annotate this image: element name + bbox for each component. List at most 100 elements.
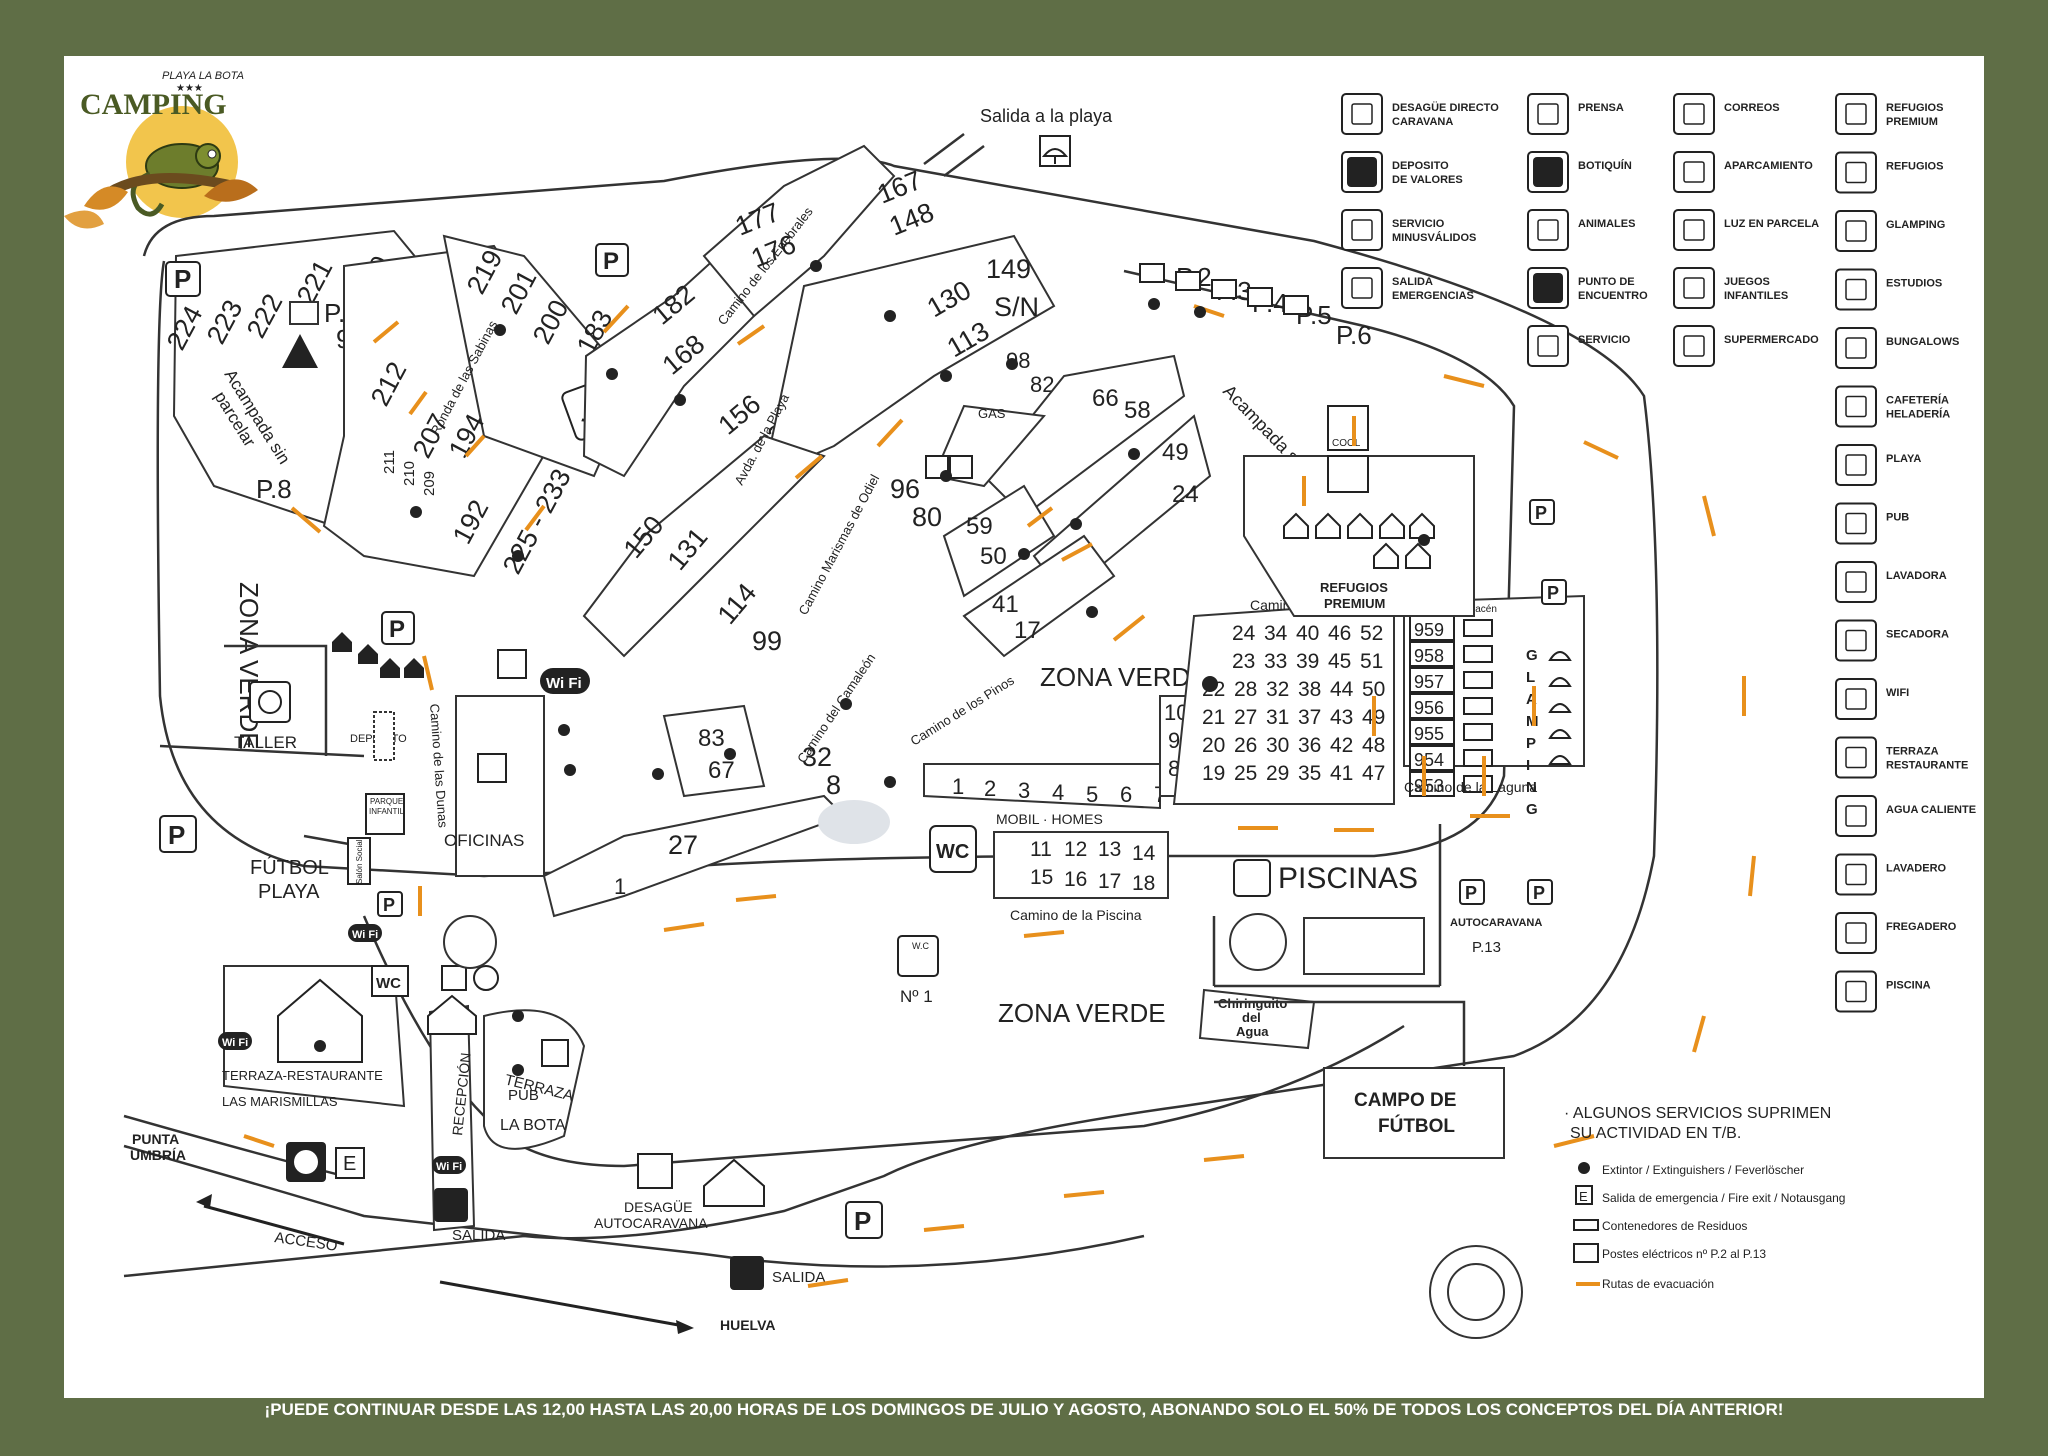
plot-grid-30: 30 [1266, 734, 1289, 757]
dryer-icon [949, 455, 973, 479]
glamping-tent-icon [1548, 651, 1572, 661]
plot-96: 96 [890, 474, 920, 504]
legend-label: PRENSA [1578, 102, 1624, 114]
legend-label: SALIDA [1392, 276, 1433, 288]
legend-label: BUNGALOWS [1886, 336, 1959, 348]
plot-grid-48: 48 [1362, 734, 1385, 757]
wc-icon[interactable] [929, 825, 977, 873]
plot-grid-37: 37 [1298, 706, 1321, 729]
zona-verde-bottom: ZONA VERDE [998, 998, 1166, 1028]
pool-fence [1212, 824, 1442, 988]
legend-label-2: HELADERÍA [1886, 408, 1950, 421]
wc-icon[interactable] [371, 965, 409, 997]
key-postes: Postes eléctricos nº P.2 al P.13 [1602, 1247, 1766, 1261]
reception-house-icon [427, 994, 477, 1035]
legend-label: ESTUDIOS [1886, 278, 1942, 290]
plot-67: 67 [708, 757, 735, 784]
cabin-icon [1835, 151, 1877, 194]
plot-mobil-11: 11 [1030, 838, 1052, 861]
svg-text:P: P [1533, 883, 1545, 903]
svg-text:WC: WC [936, 841, 969, 863]
svg-text:W.C: W.C [912, 941, 929, 951]
key-rutas: Rutas de evacuación [1602, 1277, 1714, 1291]
plot-mobil-12: 12 [1064, 838, 1087, 861]
coffee-cup-icon [1835, 385, 1877, 428]
roundabout-center [443, 915, 497, 969]
caravan-icon [1463, 619, 1493, 637]
punta-umbria-label-1: PUNTA [132, 1131, 179, 1147]
glamping-letter: P [1526, 735, 1536, 752]
extinguisher-key-icon [1578, 1162, 1590, 1174]
parking-icon[interactable] [1541, 579, 1567, 605]
svg-text:P: P [1465, 883, 1477, 903]
parking-icon[interactable] [1459, 879, 1485, 905]
pool-rect [1303, 917, 1425, 975]
key-contenedores: Contenedores de Residuos [1602, 1219, 1747, 1233]
plot-mobil-18: 18 [1132, 872, 1155, 895]
svg-text:Wi Fi: Wi Fi [546, 675, 582, 692]
parking-icon[interactable] [595, 243, 629, 277]
first-aid-icon [1527, 151, 1569, 193]
autocaravana-label: AUTOCARAVANA [1450, 917, 1542, 929]
parking-icon[interactable] [1527, 879, 1553, 905]
electric-post-box [1139, 263, 1165, 283]
plot-grid-40: 40 [1296, 622, 1319, 645]
playground-area [365, 793, 405, 835]
chiringuito-label-1: Chiringuito [1218, 996, 1287, 1011]
logo-stars: ★★★ [176, 83, 203, 94]
legend-label-2: PREMIUM [1886, 116, 1938, 128]
electric-posts: P.2P.3P.4P.5P.6 [1139, 262, 1372, 350]
plot-grid-27: 27 [1234, 706, 1257, 729]
plot-glamping-955: 955 [1414, 724, 1444, 744]
wheelchair-icon [897, 935, 939, 977]
piscinas-label: PISCINAS [1278, 862, 1418, 895]
legend-label: WIFI [1886, 687, 1909, 699]
plot-83: 83 [698, 725, 725, 752]
washing-machine-icon [1835, 561, 1877, 603]
p8-label: P.8 [256, 474, 292, 504]
pets-icon [1527, 209, 1569, 251]
info-icon[interactable] [473, 965, 499, 991]
parking-icon[interactable] [165, 261, 201, 297]
wheelchair-icon [1341, 209, 1383, 251]
legend-label: SECADORA [1886, 629, 1949, 641]
parking-icon[interactable] [1529, 499, 1555, 525]
glamping-tent-icon [1548, 703, 1572, 713]
grid-plots: 2434404652233339455122283238445021273137… [1202, 622, 1385, 785]
plot-grid-20: 20 [1202, 734, 1225, 757]
plot-grid-29: 29 [1266, 762, 1289, 785]
parking-icon[interactable] [381, 611, 415, 645]
chiringuito-area [1198, 988, 1316, 1050]
cool-label: COOL [1332, 438, 1361, 449]
legend-label: LAVADORA [1886, 570, 1947, 582]
terraza-pub-label-2: PUB [508, 1087, 539, 1104]
parking-icon[interactable] [845, 1201, 883, 1239]
plot-149: 149 [986, 254, 1031, 284]
direction-arrow-punta [203, 1204, 345, 1246]
svg-text:P: P [1535, 503, 1547, 523]
legend-label: ANIMALES [1578, 218, 1635, 230]
row-1-7 [923, 763, 1161, 810]
plot-mobil-13: 13 [1098, 838, 1121, 861]
parking-icon[interactable] [377, 891, 403, 917]
plot-grid-25: 25 [1234, 762, 1257, 785]
plot-grid-35: 35 [1298, 762, 1321, 785]
las-marismillas-label: LAS MARISMILLAS [222, 1094, 338, 1109]
roundabout-inner [1447, 1263, 1505, 1321]
restaurant-icon [1835, 736, 1877, 779]
services-note-2: SU ACTIVIDAD EN T/B. [1570, 1125, 1741, 1142]
studio-icon [1835, 268, 1877, 311]
bungalow-icon [1835, 327, 1877, 369]
parking-icon[interactable] [159, 815, 197, 853]
road-laguna: Camino de la Laguna [1404, 779, 1537, 795]
plot-grid-50: 50 [1362, 678, 1385, 701]
p13-label: P.13 [1472, 939, 1501, 956]
la-bota-label: LA BOTA [500, 1117, 566, 1134]
plot-grid-45: 45 [1328, 650, 1351, 673]
chiringuito-label-3: Agua [1236, 1024, 1269, 1039]
meeting-point-icon [1527, 267, 1569, 309]
chameleon-icon [64, 143, 258, 229]
legend-label-2: CARAVANA [1392, 116, 1453, 128]
water-tap-icon [1327, 455, 1369, 493]
